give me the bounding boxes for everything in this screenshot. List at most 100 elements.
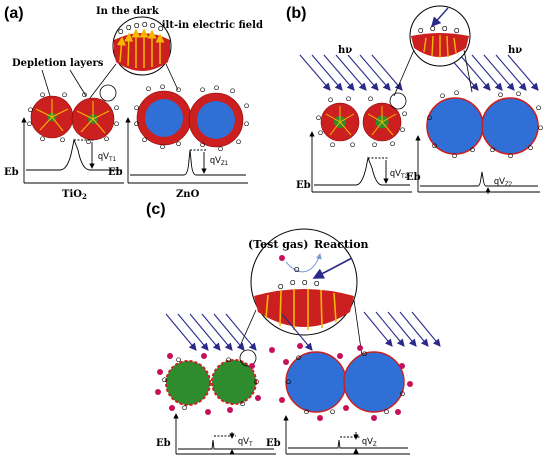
svg-text:O: O [302, 280, 308, 287]
qv-label-c-left: qVT [238, 436, 253, 448]
svg-text:O: O [330, 409, 335, 416]
svg-text:O: O [296, 355, 301, 362]
eb-label-a-left: Eb [4, 167, 19, 178]
svg-text:O: O [162, 377, 167, 384]
magnifier-a-oxygen: O O O O O O [118, 22, 164, 36]
eb-label-b-left: Eb [296, 180, 311, 191]
svg-text:O: O [146, 86, 151, 93]
svg-text:O: O [400, 391, 405, 398]
svg-text:O: O [62, 92, 67, 99]
svg-text:O: O [286, 379, 291, 386]
light-rays-c [165, 311, 441, 351]
eb-label-c-right: Eb [266, 438, 281, 449]
zno-label-a: ZnO [176, 189, 200, 200]
reaction-label: Reaction [314, 238, 369, 251]
magnifier-b: O O O O [393, 5, 473, 97]
qv-label-c-right: qVZ [362, 436, 377, 448]
svg-text:O: O [134, 121, 139, 128]
band-diagram-tio2-a [21, 117, 124, 184]
band-diagram-tio2-b [309, 131, 412, 193]
tio2-grain-c1 [165, 360, 211, 406]
gas-molecules-c [155, 343, 413, 421]
svg-text:O: O [114, 105, 119, 112]
svg-text:O: O [318, 130, 323, 137]
svg-text:O: O [490, 147, 495, 154]
oxygen-marks-a: O O O O O O O O O O O O O O O O O O O O … [27, 84, 249, 153]
svg-text:O: O [244, 103, 249, 110]
zno-grain-a1 [136, 90, 192, 146]
qv-label-b-left: qVT2 [390, 168, 409, 180]
svg-text:O: O [516, 91, 521, 98]
svg-text:O: O [182, 405, 187, 412]
svg-text:O: O [236, 139, 241, 146]
svg-text:O: O [230, 88, 235, 95]
svg-text:O: O [442, 26, 448, 33]
panel-label-a: (a) [4, 5, 24, 22]
svg-text:O: O [294, 267, 300, 274]
svg-text:O: O [316, 115, 321, 122]
svg-text:O: O [240, 401, 245, 408]
svg-text:O: O [142, 137, 147, 144]
svg-text:O: O [346, 96, 351, 103]
tio2-field-arrows-b [325, 106, 397, 136]
svg-text:O: O [400, 127, 405, 134]
tio2-grain-c2 [211, 359, 257, 405]
test-gas-label: (Test gas) [248, 238, 308, 251]
band-diagram-zno-c [283, 415, 410, 455]
svg-text:O: O [372, 142, 377, 149]
eb-label-b-right: Eb [406, 172, 421, 183]
svg-text:O: O [254, 379, 259, 386]
band-diagram-zno-b [415, 135, 540, 194]
svg-text:O: O [104, 136, 109, 143]
built-in-field-label: Built-in electric field [146, 20, 263, 31]
svg-text:O: O [86, 139, 91, 146]
svg-text:O: O [402, 111, 407, 118]
magnifier-c: (Test gas) Reaction O O O O O [239, 228, 369, 357]
qv-label-b-right: qVZ2 [494, 176, 513, 188]
depletion-pointer-left [41, 69, 51, 97]
depletion-layers-label: Depletion layers [12, 58, 104, 69]
svg-text:O: O [432, 143, 437, 150]
qv-label-a-right: qVZ1 [210, 155, 229, 167]
svg-text:O: O [118, 29, 124, 36]
in-dark-label: In the dark [96, 6, 160, 17]
svg-text:O: O [126, 25, 132, 32]
svg-text:O: O [176, 357, 181, 364]
svg-text:O: O [418, 28, 424, 35]
svg-text:O: O [538, 125, 543, 132]
band-diagram-tio2-c [173, 413, 276, 455]
svg-text:O: O [536, 105, 541, 112]
svg-text:O: O [328, 97, 333, 104]
svg-text:O: O [290, 280, 296, 287]
svg-text:O: O [176, 87, 181, 94]
oxygen-marks-c: O O O O O O O O O O O O O [162, 351, 405, 416]
zoom-spot-b [389, 92, 407, 110]
zno-grain-c1 [285, 351, 347, 413]
svg-text:O: O [176, 141, 181, 148]
magnifier-b-oxygen: O O O O [418, 26, 460, 35]
panel-b: (b) hν hν [286, 5, 543, 194]
svg-text:O: O [528, 145, 533, 152]
gas-molecule-magnified [279, 255, 285, 261]
svg-text:O: O [158, 26, 164, 33]
svg-text:O: O [430, 26, 436, 33]
svg-text:O: O [452, 153, 457, 160]
svg-text:O: O [27, 121, 32, 128]
svg-text:O: O [214, 85, 219, 92]
svg-text:O: O [454, 90, 459, 97]
svg-text:O: O [200, 142, 205, 149]
hv-label-b-left: hν [338, 45, 352, 56]
svg-text:O: O [134, 23, 140, 30]
svg-text:O: O [427, 115, 432, 122]
svg-text:O: O [384, 409, 389, 416]
svg-text:O: O [362, 351, 367, 358]
depletion-pointer-right [69, 69, 87, 97]
eb-label-a-right: Eb [108, 167, 123, 178]
svg-text:O: O [40, 92, 45, 99]
svg-text:O: O [278, 284, 284, 291]
svg-text:O: O [150, 23, 156, 30]
zno-grain-b2 [481, 97, 539, 155]
tio2-field-arrows-a [35, 99, 110, 134]
svg-text:O: O [226, 357, 231, 364]
